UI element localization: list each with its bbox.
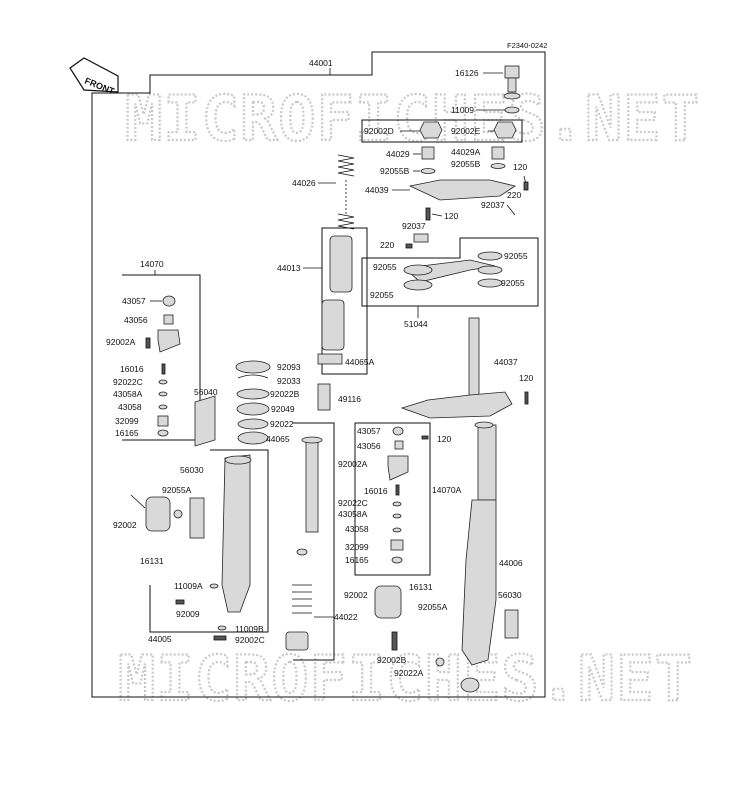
label-120-d: 120	[437, 434, 451, 444]
label-92002-r: 92002	[344, 590, 368, 600]
label-49116: 49116	[338, 394, 361, 404]
label-92002E: 92002E	[451, 126, 481, 136]
label-43058A-r: 43058A	[338, 509, 368, 519]
label-56030-r: 56030	[498, 590, 522, 600]
label-92055-1: 92055	[373, 262, 397, 272]
valve-49116	[317, 383, 331, 411]
label-92002D: 92002D	[364, 126, 394, 136]
label-32099-r: 32099	[345, 542, 369, 552]
label-120-b: 120	[444, 211, 458, 221]
box-14070	[122, 274, 201, 441]
label-92022C-r: 92022C	[338, 498, 368, 508]
label-92009: 92009	[176, 609, 200, 619]
label-92022: 92022	[270, 419, 294, 429]
label-56040: 56040	[194, 387, 218, 397]
label-43057-r: 43057	[357, 426, 381, 436]
label-92002-l: 92002	[113, 520, 137, 530]
label-92055-3: 92055	[370, 290, 394, 300]
box-44022	[293, 422, 335, 661]
label-16016-l: 16016	[120, 364, 144, 374]
box-44013	[321, 227, 368, 375]
caliper-16131-l	[145, 496, 171, 532]
label-43057-l: 43057	[122, 296, 146, 306]
right-inner-tube	[477, 424, 497, 501]
label-92055B-r: 92055B	[451, 159, 481, 169]
upper-bracket-44039	[408, 179, 516, 201]
label-92049: 92049	[271, 404, 295, 414]
label-44005: 44005	[148, 634, 172, 644]
label-32099-l: 32099	[115, 416, 139, 426]
label-92093: 92093	[277, 362, 301, 372]
label-44022: 44022	[334, 612, 358, 622]
spring-44026	[337, 154, 355, 230]
label-44029: 44029	[386, 149, 410, 159]
label-92055-4: 92055	[501, 278, 525, 288]
label-11009A: 11009A	[174, 581, 203, 591]
label-92002A-l: 92002A	[106, 337, 136, 347]
label-44039: 44039	[365, 185, 389, 195]
label-43056-r: 43056	[357, 441, 381, 451]
front-arrow-icon: FRONT	[69, 57, 119, 97]
watermark-top: MICROFICHES.NET	[125, 82, 700, 155]
label-92037-l: 92037	[402, 221, 426, 231]
label-92055A-r: 92055A	[418, 602, 448, 612]
label-44001: 44001	[309, 58, 333, 68]
label-92022A: 92022A	[394, 668, 424, 678]
label-43058-r: 43058	[345, 524, 369, 534]
label-16131-l: 16131	[140, 556, 164, 566]
right-lower-leg-44006	[461, 499, 497, 666]
label-16016-r: 16016	[364, 486, 388, 496]
label-220-b: 220	[380, 240, 394, 250]
cap-16126	[503, 65, 521, 114]
label-16165-l: 16165	[115, 428, 139, 438]
label-14070A: 14070A	[432, 485, 462, 495]
label-56030-l: 56030	[180, 465, 204, 475]
bolt-box	[361, 119, 523, 143]
label-92002B: 92002B	[377, 655, 407, 665]
label-120-a: 120	[513, 162, 527, 172]
box-51044	[361, 237, 539, 307]
label-11009: 11009	[451, 105, 474, 115]
label-44013: 44013	[277, 263, 301, 273]
label-43058-l: 43058	[118, 402, 142, 412]
label-92022B: 92022B	[270, 389, 300, 399]
label-44026: 44026	[292, 178, 316, 188]
label-16165-r: 16165	[345, 555, 369, 565]
label-92055B-l: 92055B	[380, 166, 410, 176]
assembly-border-44001	[91, 51, 546, 698]
label-92055-2: 92055	[504, 251, 528, 261]
seal-92093	[235, 360, 271, 374]
label-14070: 14070	[140, 259, 164, 269]
label-92022C-l: 92022C	[113, 377, 143, 387]
label-92055A-l: 92055A	[162, 485, 192, 495]
label-43058A-l: 43058A	[113, 389, 143, 399]
label-51044: 51044	[404, 319, 428, 329]
label-92002C: 92002C	[235, 635, 265, 645]
label-43056-l: 43056	[124, 315, 148, 325]
box-14070A	[354, 422, 431, 576]
label-92002A-r: 92002A	[338, 459, 368, 469]
label-44037: 44037	[494, 357, 518, 367]
figure-code: F2340-0242	[507, 41, 547, 50]
label-16131-r: 16131	[409, 582, 433, 592]
label-44006: 44006	[499, 558, 523, 568]
label-44065: 44065	[266, 434, 290, 444]
label-92033: 92033	[277, 376, 301, 386]
label-44029A: 44029A	[451, 147, 481, 157]
label-220-a: 220	[507, 190, 521, 200]
label-11009B: 11009B	[235, 624, 264, 634]
box-44005	[149, 449, 269, 633]
caliper-16131-r	[374, 585, 402, 619]
label-120-c: 120	[519, 373, 533, 383]
label-92037-r: 92037	[481, 200, 505, 210]
label-44065A: 44065A	[345, 357, 375, 367]
watermark-bottom: MICROFICHES.NET	[118, 642, 693, 715]
label-16126: 16126	[455, 68, 479, 78]
left-lower-leg	[221, 454, 251, 613]
